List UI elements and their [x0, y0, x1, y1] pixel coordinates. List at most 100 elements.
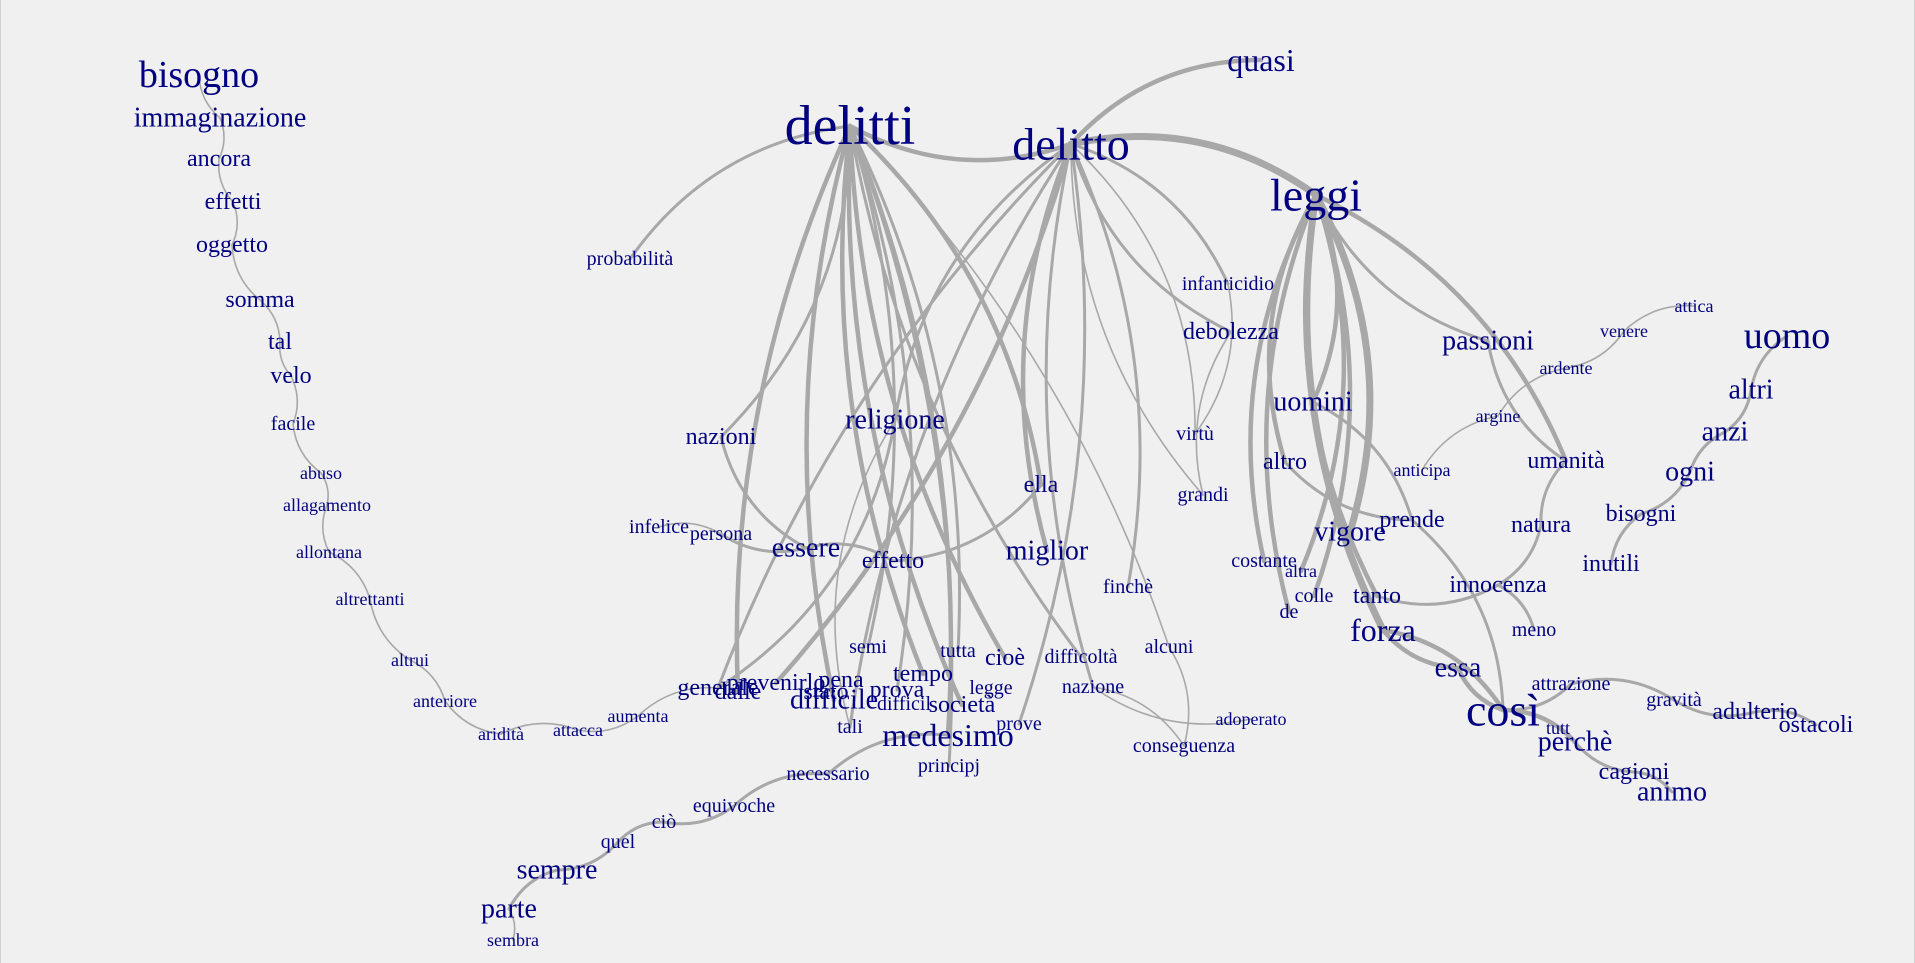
node-nazioni[interactable]: nazioni [686, 424, 757, 450]
node-prevenirlo[interactable]: prevenirlo [727, 670, 826, 696]
node-ardente[interactable]: ardente [1540, 358, 1593, 378]
node-tutt[interactable]: tutt [1546, 718, 1570, 738]
node-probabilita[interactable]: probabilità [587, 248, 674, 270]
node-alcuni[interactable]: alcuni [1145, 636, 1194, 658]
node-dalle[interactable]: dalle [715, 679, 762, 705]
node-parte[interactable]: parte [481, 894, 537, 925]
node-attacca[interactable]: attacca [553, 720, 603, 740]
node-miglior[interactable]: miglior [1006, 536, 1089, 567]
node-vigore[interactable]: vigore [1314, 517, 1386, 548]
node-allontana[interactable]: allontana [296, 542, 362, 562]
node-argine[interactable]: argine [1476, 406, 1521, 426]
node-prova[interactable]: prova [870, 677, 925, 703]
node-sembra[interactable]: sembra [487, 930, 539, 950]
node-equivoche[interactable]: equivoche [693, 795, 775, 817]
node-cioe[interactable]: cioè [985, 645, 1025, 671]
node-sempre[interactable]: sempre [517, 855, 598, 886]
node-difficile[interactable]: difficile [790, 685, 878, 716]
node-tali[interactable]: tali [837, 716, 863, 738]
node-infanticidio[interactable]: infanticidio [1182, 273, 1274, 295]
node-somma[interactable]: somma [225, 287, 295, 313]
node-delitti[interactable]: delitti [785, 95, 916, 157]
node-anteriore[interactable]: anteriore [413, 691, 477, 711]
node-inutili[interactable]: inutili [1582, 551, 1640, 577]
node-legge[interactable]: legge [969, 677, 1012, 699]
node-anticipa[interactable]: anticipa [1394, 460, 1451, 480]
node-bisogni[interactable]: bisogni [1606, 501, 1677, 527]
node-difficolta[interactable]: difficoltà [1045, 646, 1118, 668]
node-pena[interactable]: pena [818, 667, 864, 693]
node-tempo[interactable]: tempo [893, 661, 953, 687]
node-cosi[interactable]: così [1466, 685, 1540, 736]
node-conseguenza[interactable]: conseguenza [1133, 735, 1235, 757]
node-ogni[interactable]: ogni [1665, 457, 1715, 488]
node-velo[interactable]: velo [270, 363, 311, 389]
node-principj[interactable]: principj [918, 755, 980, 777]
node-quasi[interactable]: quasi [1227, 42, 1295, 78]
node-adoperato[interactable]: adoperato [1216, 709, 1287, 729]
node-altro[interactable]: altro [1263, 449, 1307, 475]
node-quel[interactable]: quel [601, 831, 636, 853]
node-altri[interactable]: altri [1728, 375, 1773, 406]
node-uomini[interactable]: uomini [1273, 387, 1353, 418]
node-meno[interactable]: meno [1512, 619, 1556, 641]
node-prove[interactable]: prove [996, 713, 1042, 735]
node-difficil[interactable]: difficil [877, 693, 932, 715]
node-immaginazione[interactable]: immaginazione [134, 103, 307, 134]
node-tutta[interactable]: tutta [940, 640, 976, 662]
node-colle[interactable]: colle [1295, 585, 1334, 607]
node-animo[interactable]: animo [1637, 777, 1707, 808]
node-virtu[interactable]: virtù [1176, 423, 1214, 445]
node-altrettanti[interactable]: altrettanti [336, 589, 405, 609]
node-cagioni[interactable]: cagioni [1599, 759, 1670, 785]
node-persona[interactable]: persona [690, 523, 752, 545]
node-effetti[interactable]: effetti [205, 189, 262, 215]
node-facile[interactable]: facile [271, 413, 316, 435]
node-allagamento[interactable]: allagamento [283, 495, 371, 515]
node-de[interactable]: de [1280, 601, 1299, 623]
node-forza[interactable]: forza [1350, 612, 1416, 648]
node-debolezza[interactable]: debolezza [1183, 319, 1279, 345]
node-societa[interactable]: società [929, 692, 996, 718]
node-ostacoli[interactable]: ostacoli [1779, 712, 1854, 738]
node-essere[interactable]: essere [772, 533, 840, 564]
node-anzi[interactable]: anzi [1702, 417, 1749, 448]
node-grandi[interactable]: grandi [1177, 484, 1229, 506]
node-adulterio[interactable]: adulterio [1712, 699, 1797, 725]
node-ella[interactable]: ella [1024, 472, 1059, 498]
node-leggi[interactable]: leggi [1270, 170, 1362, 221]
node-bisogno[interactable]: bisogno [139, 54, 259, 96]
node-aumenta[interactable]: aumenta [608, 706, 669, 726]
node-generale[interactable]: generale [677, 675, 758, 701]
node-nazione[interactable]: nazione [1062, 676, 1124, 698]
node-effetto[interactable]: effetto [862, 548, 924, 574]
node-stato[interactable]: stato [803, 679, 848, 705]
node-abuso[interactable]: abuso [300, 463, 342, 483]
node-ancora[interactable]: ancora [187, 146, 251, 172]
node-passioni[interactable]: passioni [1442, 326, 1534, 357]
node-infelice[interactable]: infelice [629, 516, 689, 538]
node-prende[interactable]: prende [1379, 507, 1444, 533]
node-delitto[interactable]: delitto [1012, 119, 1130, 170]
node-aridita[interactable]: aridità [478, 724, 524, 744]
node-necessario[interactable]: necessario [786, 763, 869, 785]
node-gravita[interactable]: gravità [1646, 689, 1702, 711]
node-altrui[interactable]: altrui [391, 650, 429, 670]
node-medesimo[interactable]: medesimo [882, 717, 1014, 753]
node-tanto[interactable]: tanto [1353, 583, 1401, 609]
node-innocenza[interactable]: innocenza [1449, 572, 1547, 598]
node-natura[interactable]: natura [1511, 512, 1571, 538]
node-oggetto[interactable]: oggetto [196, 232, 268, 258]
node-religione[interactable]: religione [845, 405, 945, 436]
node-attica[interactable]: attica [1675, 296, 1714, 316]
node-altra[interactable]: altra [1285, 561, 1317, 581]
node-cio[interactable]: ciò [652, 811, 676, 833]
node-essa[interactable]: essa [1435, 653, 1482, 684]
node-uomo[interactable]: uomo [1744, 315, 1831, 357]
node-costante[interactable]: costante [1231, 550, 1297, 572]
node-perche[interactable]: perchè [1538, 727, 1613, 758]
node-finche[interactable]: finchè [1103, 576, 1153, 598]
node-semi[interactable]: semi [849, 636, 887, 658]
node-umanita[interactable]: umanità [1527, 448, 1605, 474]
node-tal[interactable]: tal [268, 329, 292, 355]
